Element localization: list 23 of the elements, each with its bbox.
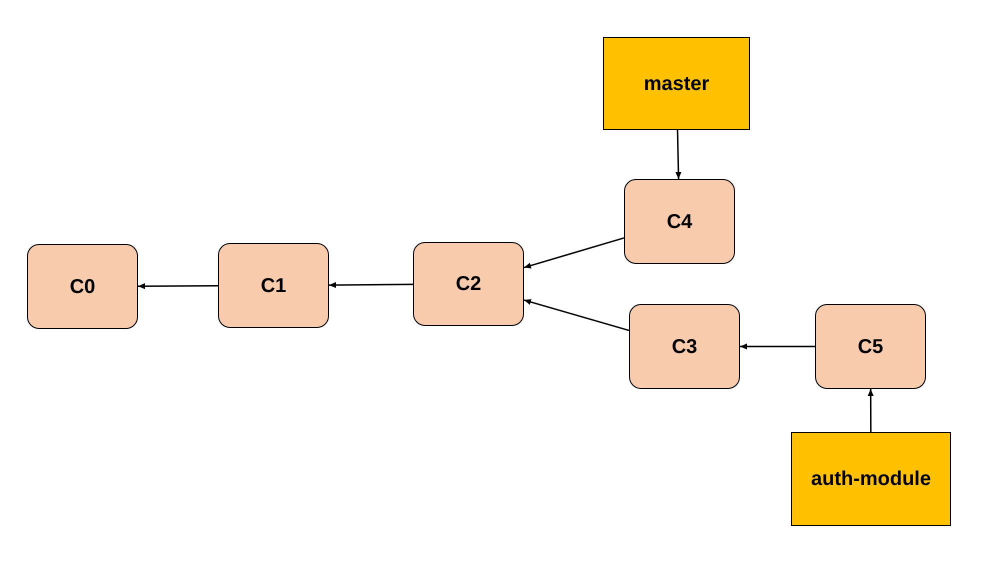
commit-box	[27, 244, 138, 329]
arrow	[868, 389, 874, 432]
node-label: C2	[456, 272, 482, 297]
node-label: C0	[70, 274, 96, 300]
node-label: auth-module	[811, 467, 931, 492]
arrow	[524, 299, 630, 332]
arrow	[675, 130, 682, 180]
commit-box	[629, 304, 740, 389]
arrow	[138, 283, 218, 290]
commit-box	[815, 304, 926, 389]
node-label: C5	[858, 334, 884, 360]
node-label: C1	[260, 274, 286, 298]
node-label: C4	[666, 210, 692, 234]
commit-box	[624, 179, 735, 264]
arrow	[524, 237, 624, 268]
commit-box	[413, 242, 524, 326]
arrow	[329, 282, 413, 288]
node-label: master	[644, 72, 710, 96]
commit-box	[218, 243, 329, 328]
branch-box	[603, 37, 750, 130]
branch-box	[791, 432, 951, 526]
arrow	[740, 344, 815, 350]
node-label: C3	[672, 334, 698, 360]
